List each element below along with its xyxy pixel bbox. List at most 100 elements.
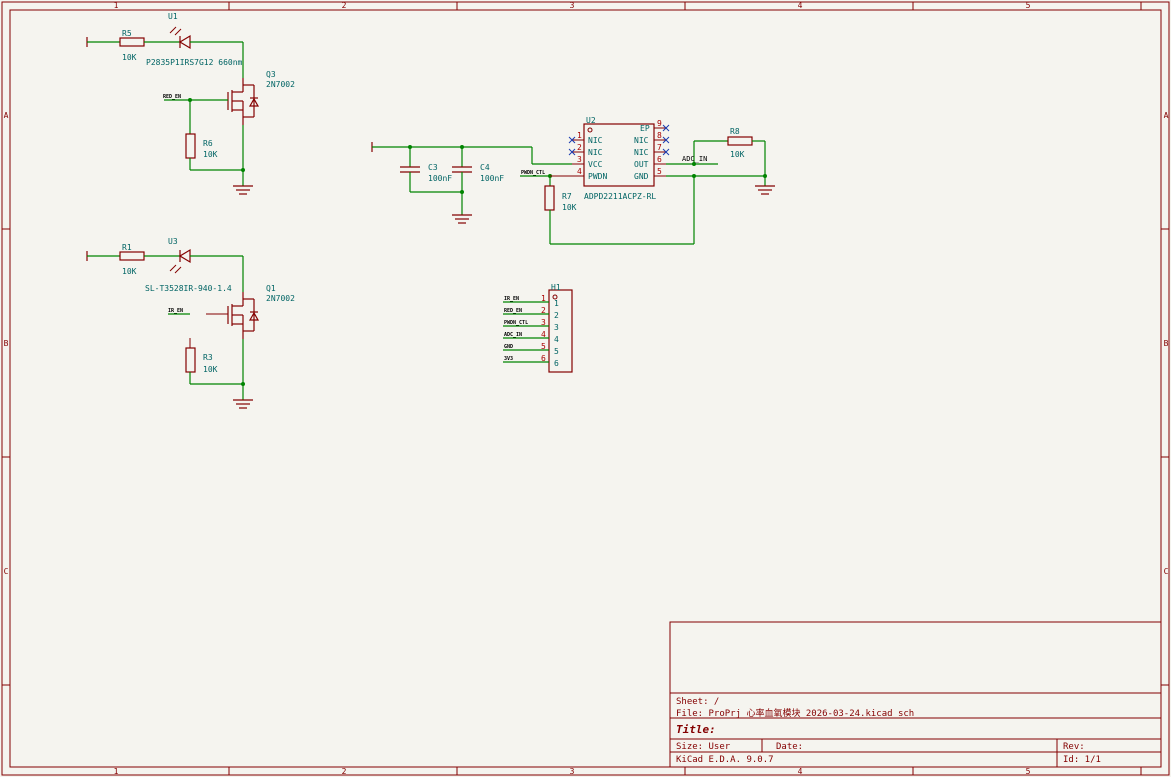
h1-label-1: IR_EN [504,296,519,302]
col-label-2: 2 [342,1,347,10]
u2-ic-body[interactable] [583,123,655,187]
title-block-rev: Rev: [1063,742,1085,752]
h1-pin6-num: 6 [541,354,546,363]
u2-pin3-num: 3 [577,155,582,164]
c4-ref: C4 [480,163,490,172]
u2-ref: U2 [586,116,596,125]
r7-value: 10K [562,203,577,212]
u2-pin1-name: NIC [588,136,603,145]
u1-ref: U1 [168,12,178,21]
r5-ref: R5 [122,29,132,38]
u2-pin2-num: 2 [577,143,582,152]
gnd-symbol-2 [233,399,253,409]
h1-pin2-num: 2 [541,306,546,315]
r1-ref: R1 [122,243,132,252]
u2-pin2-name: NIC [588,148,603,157]
u2-pin1-num: 1 [577,131,582,140]
c4-value: 100nF [480,174,504,183]
h1-pin6-name: 6 [554,359,559,368]
r6-ref: R6 [203,139,213,148]
red-led-circuit [86,26,260,195]
r6-resistor[interactable] [185,133,196,159]
r1-resistor[interactable] [119,251,145,261]
c4-capacitor[interactable] [452,166,472,173]
row-label-c: C [4,567,9,576]
u2-pin6-name: OUT [634,160,649,169]
u2-pin9-name: EP [640,124,650,133]
r8-value: 10K [730,150,745,159]
row-label-a-right: A [1164,111,1169,120]
q3-mosfet-symbol[interactable] [227,78,260,125]
col-label-4: 4 [798,1,803,10]
q1-mosfet-symbol[interactable] [227,292,260,339]
title-block [669,621,1162,768]
gnd-symbol-4 [755,185,775,195]
u2-pin8-num: 8 [657,131,662,140]
u3-value: SL-T3528IR-940-1.4 [145,284,232,293]
r6-value: 10K [203,150,218,159]
h1-label-4: ADC_IN [504,332,522,338]
q1-ref: Q1 [266,284,276,293]
u1-led-symbol[interactable] [169,26,191,50]
u2-pin6-num: 6 [657,155,662,164]
h1-pin1-name: 1 [554,299,559,308]
u2-pin3-name: VCC [588,160,603,169]
r5-value: 10K [122,53,137,62]
h1-ref: H1 [551,283,561,292]
gnd-symbol-1 [233,185,253,195]
q1-value: 2N7002 [266,294,295,303]
no-connect-icon [568,124,670,156]
r7-resistor[interactable] [544,185,555,211]
title-block-id: Id: 1/1 [1063,755,1101,765]
h1-label-5: GND [504,344,513,350]
r8-ref: R8 [730,127,740,136]
h1-pin2-name: 2 [554,311,559,320]
col-label-3-bottom: 3 [570,767,575,776]
h1-label-6: 3V3 [504,356,513,362]
r1-value: 10K [122,267,137,276]
u2-pin5-name: GND [634,172,649,181]
row-label-a: A [4,111,9,120]
r3-resistor[interactable] [185,347,196,373]
u3-led-symbol[interactable] [169,248,191,274]
col-label-1: 1 [114,1,119,10]
ir-led-circuit [86,248,260,409]
h1-label-2: RED_EN [504,308,522,314]
c3-ref: C3 [428,163,438,172]
col-label-1-bottom: 1 [114,767,119,776]
photodiode-circuit [371,123,775,245]
c3-capacitor[interactable] [400,166,420,173]
h1-pin4-name: 4 [554,335,559,344]
h1-pin3-name: 3 [554,323,559,332]
u2-pin4-name: PWDN [588,172,607,181]
col-label-2-bottom: 2 [342,767,347,776]
u2-pin7-num: 7 [657,143,662,152]
row-label-b: B [4,339,9,348]
r5-resistor[interactable] [119,37,145,47]
net-label-adc-in: ADC_IN [682,155,707,163]
r3-ref: R3 [203,353,213,362]
u2-pin7-name: NIC [634,148,649,157]
h1-body [548,289,573,373]
q3-ref: Q3 [266,70,276,79]
q3-value: 2N7002 [266,80,295,89]
u2-pin5-num: 5 [657,167,662,176]
col-label-5-bottom: 5 [1026,767,1031,776]
gnd-symbol-3 [452,214,472,224]
r8-resistor[interactable] [727,136,753,146]
h1-pin1-num: 1 [541,294,546,303]
title-block-size: Size: User [676,742,731,752]
zone-labels: 1 2 3 4 5 1 2 3 4 5 A B C A B C [4,1,1169,776]
row-label-c-right: C [1164,567,1169,576]
c3-value: 100nF [428,174,452,183]
u2-pin9-num: 9 [657,119,662,128]
h1-pin5-num: 5 [541,342,546,351]
h1-connector[interactable] [503,289,573,373]
title-block-sheet: Sheet: / [676,697,719,707]
col-label-4-bottom: 4 [798,767,803,776]
col-label-3: 3 [570,1,575,10]
col-label-5: 5 [1026,1,1031,10]
r7-ref: R7 [562,192,572,201]
h1-pin3-num: 3 [541,318,546,327]
